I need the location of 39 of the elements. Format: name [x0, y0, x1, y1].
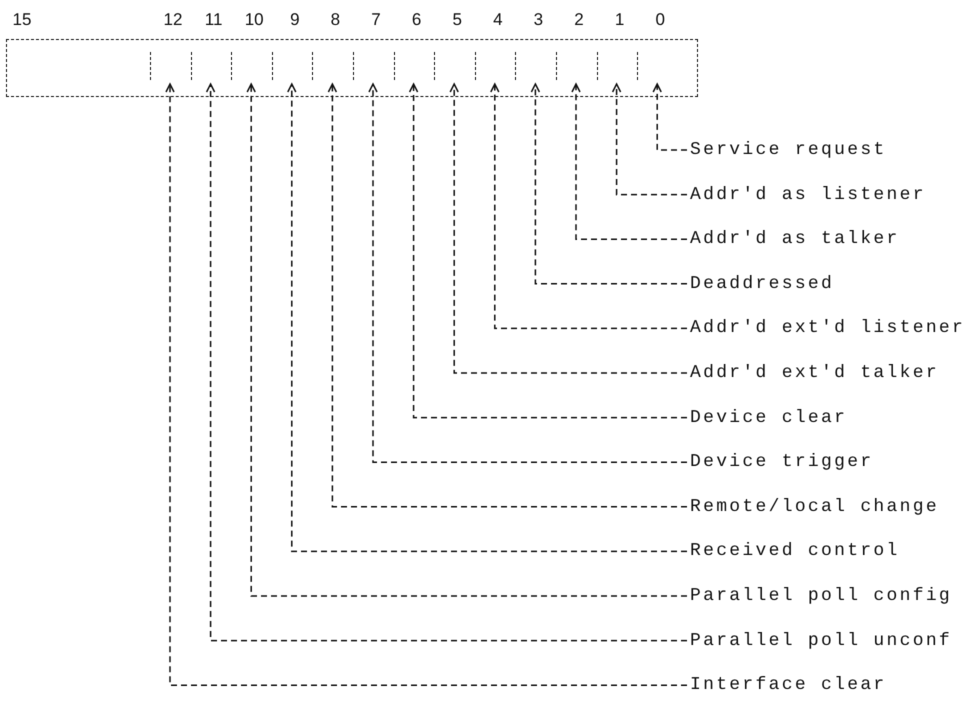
bit-description: Received control [690, 540, 900, 562]
bit-description: Addr'd as listener [690, 184, 926, 206]
bit-description: Addr'd ext'd listener [690, 317, 966, 340]
bit-description: Interface clear [690, 674, 887, 696]
bit-number: 4 [492, 10, 504, 30]
bit-number: 6 [410, 10, 422, 30]
bit-description: Device clear [690, 406, 848, 429]
leader-line [530, 83, 687, 285]
bit-description: Remote/local change [690, 496, 939, 518]
leader-line [571, 83, 687, 240]
bit-number: 1 [614, 10, 626, 30]
leader-line [408, 83, 687, 418]
bit-number: 7 [370, 10, 382, 30]
bit-number: 2 [573, 10, 585, 30]
bit-number: 12 [162, 10, 184, 30]
bit-number: 11 [204, 10, 224, 30]
leader-line [612, 83, 687, 196]
bit-description: Addr'd ext'd talker [690, 362, 939, 384]
bit-description: Deaddressed [690, 272, 834, 295]
bit-description: Parallel poll unconf [690, 630, 952, 652]
register-box [6, 39, 698, 97]
bit-number: 0 [654, 10, 666, 30]
bit-description: Service request [690, 139, 887, 161]
leader-line [652, 83, 687, 151]
bit-number: 8 [330, 10, 342, 30]
leader-line [368, 83, 687, 463]
bit-number: 15 [12, 10, 32, 30]
leader-line [490, 83, 687, 330]
bit-description: Addr'd as talker [690, 228, 900, 250]
bit-number: 5 [451, 10, 463, 30]
leader-line [246, 83, 687, 597]
bit-description: Parallel poll config [690, 585, 952, 607]
leader-line [328, 83, 687, 508]
leader-line [449, 83, 687, 374]
bit-number: 10 [244, 10, 265, 30]
bit-number: 3 [532, 10, 544, 30]
bit-description: Device trigger [690, 451, 874, 474]
leader-line [287, 83, 687, 552]
bit-number: 9 [289, 10, 301, 30]
